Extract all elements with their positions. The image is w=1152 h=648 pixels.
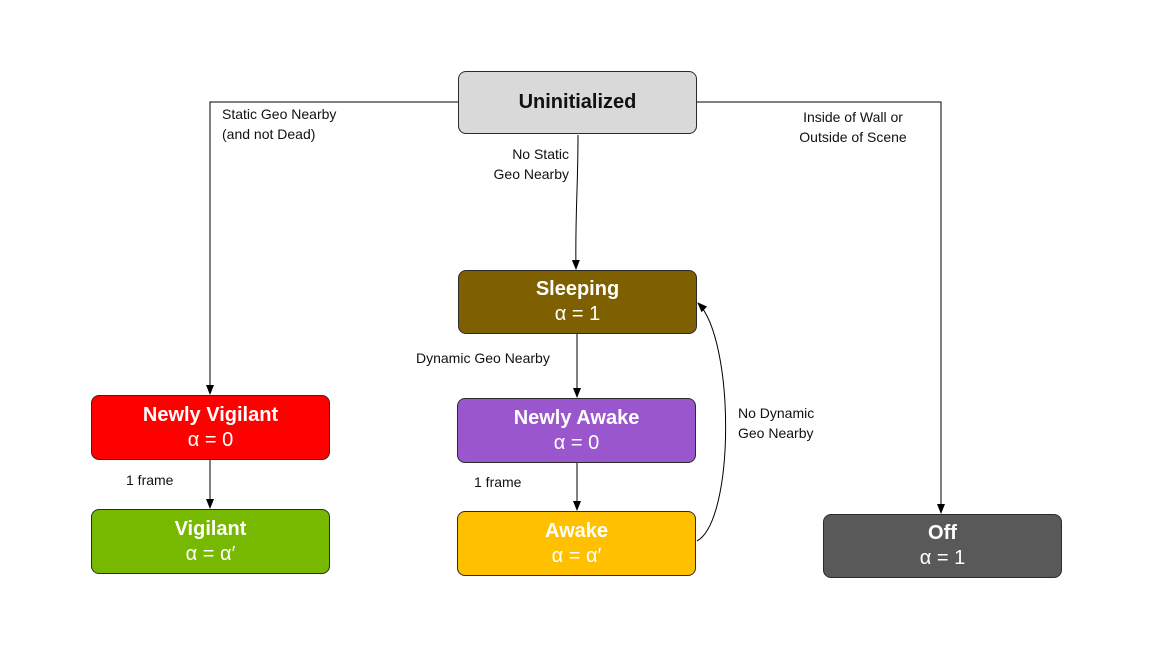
state-vigilant: Vigilant α = α′ (91, 509, 330, 574)
edge-uninitialized-to-off (697, 101, 945, 514)
edge-label-dynamic-geo-line1: Dynamic Geo Nearby (416, 350, 550, 366)
state-off: Off α = 1 (823, 514, 1062, 578)
state-uninitialized: Uninitialized (458, 71, 697, 134)
edge-label-vigilant-frame-line1: 1 frame (126, 472, 174, 488)
edge-label-no-dynamic-geo-line2: Geo Nearby (738, 425, 814, 441)
edge-uninitialized-to-newly-vigilant (206, 101, 458, 395)
state-sleeping: Sleeping α = 1 (458, 270, 697, 334)
edge-label-dynamic-geo: Dynamic Geo Nearby (416, 348, 550, 368)
edge-label-no-static-geo: No Static Geo Nearby (486, 144, 569, 184)
edge-label-awake-frame-line1: 1 frame (474, 474, 522, 490)
edge-label-awake-frame: 1 frame (474, 472, 521, 492)
state-newly-awake: Newly Awake α = 0 (457, 398, 696, 463)
edge-label-inside-wall-line1: Inside of Wall or (803, 109, 903, 125)
edge-awake-to-sleeping (696, 302, 727, 542)
state-newly-vigilant-title: Newly Vigilant (142, 403, 279, 426)
state-newly-vigilant-alpha: α = 0 (187, 428, 234, 451)
edge-label-no-dynamic-geo: No Dynamic Geo Nearby (738, 403, 814, 443)
edge-label-inside-wall: Inside of Wall or Outside of Scene (792, 107, 914, 147)
edge-label-static-geo: Static Geo Nearby (and not Dead) (222, 104, 336, 144)
state-vigilant-alpha: α = α′ (185, 542, 236, 565)
state-sleeping-alpha: α = 1 (554, 303, 601, 325)
state-awake-alpha: α = α′ (551, 544, 602, 567)
state-off-alpha: α = 1 (919, 547, 966, 569)
edge-label-static-geo-line1: Static Geo Nearby (222, 106, 337, 122)
state-sleeping-title: Sleeping (535, 278, 620, 300)
state-uninitialized-title: Uninitialized (518, 91, 637, 113)
state-vigilant-title: Vigilant (174, 517, 247, 540)
state-off-title: Off (928, 522, 957, 544)
state-newly-awake-alpha: α = 0 (553, 431, 600, 454)
edge-label-vigilant-frame: 1 frame (126, 470, 173, 490)
edge-label-no-dynamic-geo-line1: No Dynamic (738, 405, 815, 421)
state-awake: Awake α = α′ (457, 511, 696, 576)
state-newly-vigilant: Newly Vigilant α = 0 (91, 395, 330, 460)
edge-label-no-static-geo-line1: No Static (512, 146, 569, 162)
state-awake-title: Awake (544, 519, 608, 542)
edge-label-static-geo-line2: (and not Dead) (222, 126, 316, 142)
edge-label-no-static-geo-line2: Geo Nearby (493, 166, 569, 182)
edge-uninitialized-to-sleeping (571, 134, 580, 270)
state-newly-awake-title: Newly Awake (513, 406, 640, 429)
edge-label-inside-wall-line2: Outside of Scene (799, 129, 907, 145)
